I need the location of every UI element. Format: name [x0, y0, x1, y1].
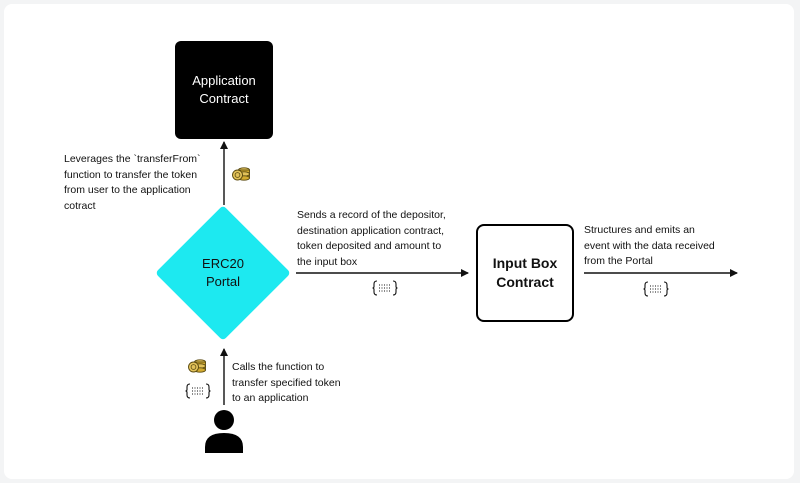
curly-braces-data-icon — [185, 383, 211, 399]
application-contract-label: Application Contract — [192, 73, 256, 106]
application-contract-node: Application Contract — [175, 41, 273, 139]
structures-annotation: Structures and emits an event with the d… — [584, 224, 715, 267]
erc20-portal-label: ERC20 Portal — [202, 256, 244, 289]
coin-stack-icon — [188, 359, 206, 373]
input-box-contract-node: Input Box Contract — [476, 224, 574, 322]
coin-stack-icon — [232, 167, 250, 181]
curly-braces-data-icon — [643, 281, 669, 297]
user-icon — [205, 410, 243, 453]
leverages-annotation: Leverages the `transferFrom` function to… — [64, 153, 201, 212]
sends-record-annotation: Sends a record of the depositor, destina… — [297, 209, 446, 268]
calls-function-annotation: Calls the function to transfer specified… — [232, 361, 341, 404]
input-box-contract-label: Input Box Contract — [492, 255, 558, 290]
diagram-frame — [4, 4, 794, 479]
curly-braces-data-icon — [372, 280, 398, 296]
